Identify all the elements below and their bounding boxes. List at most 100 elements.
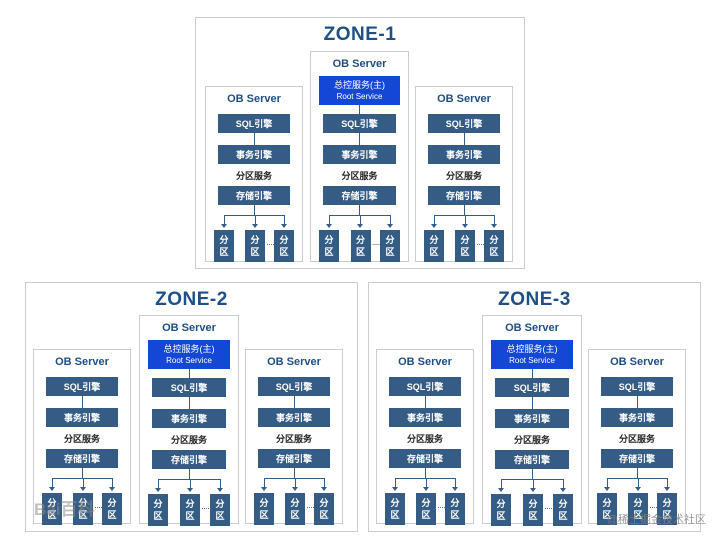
partition-box: 分区 bbox=[254, 493, 274, 525]
zone-title: ZONE-1 bbox=[323, 24, 397, 45]
partition-label-bottom: 区 bbox=[385, 247, 395, 257]
ellipsis: ······ bbox=[437, 502, 450, 512]
connector-line bbox=[52, 478, 112, 479]
arrow bbox=[497, 479, 504, 492]
arrow bbox=[422, 478, 429, 491]
ob-server-title: OB Server bbox=[162, 322, 216, 334]
partition-label-bottom: 区 bbox=[355, 247, 365, 257]
partition-label-top: 分 bbox=[489, 235, 499, 245]
partition-label-bottom: 区 bbox=[450, 510, 460, 520]
partition-box: 分区 bbox=[597, 493, 617, 525]
ob-server-title: OB Server bbox=[267, 356, 321, 368]
connector-line bbox=[359, 133, 360, 145]
partition-box: 分区 bbox=[523, 494, 543, 526]
partition-label-top: 分 bbox=[319, 498, 329, 508]
connector-line bbox=[293, 396, 295, 408]
baidu-baike-watermark: Bai百科 bbox=[34, 500, 95, 519]
partition-box: 分区 bbox=[73, 493, 93, 525]
partition-label-bottom: 区 bbox=[250, 247, 260, 257]
root-service-en: Root Service bbox=[509, 355, 555, 365]
transaction-engine-box: 事务引擎 bbox=[428, 145, 500, 164]
partition-box: 分区 bbox=[285, 493, 305, 525]
transaction-engine-box: 事务引擎 bbox=[495, 409, 569, 428]
root-service-box: 总控服务(主)Root Service bbox=[319, 76, 400, 105]
partition-label-bottom: 区 bbox=[460, 247, 470, 257]
partition-label-top: 分 bbox=[290, 498, 300, 508]
connector-line bbox=[224, 215, 284, 216]
ellipsis: ······ bbox=[544, 503, 557, 513]
arrow bbox=[291, 478, 298, 491]
root-service-box: 总控服务(主)Root Service bbox=[491, 340, 573, 369]
connector-line bbox=[463, 205, 465, 215]
partition-box: 分区 bbox=[274, 230, 294, 262]
sql-engine-box: SQL引擎 bbox=[152, 378, 226, 397]
partition-label-bottom: 区 bbox=[633, 510, 643, 520]
sql-engine-box: SQL引擎 bbox=[258, 377, 330, 396]
ellipsis: ······ bbox=[94, 502, 107, 512]
partition-service-label: 分区服务 bbox=[618, 434, 655, 444]
storage-engine-box: 存储引擎 bbox=[46, 449, 118, 468]
partition-box: 分区 bbox=[180, 494, 200, 526]
partition-label-top: 分 bbox=[429, 235, 439, 245]
arrow bbox=[451, 478, 458, 491]
connector-line bbox=[501, 479, 563, 480]
connector-line bbox=[531, 469, 533, 479]
connector-line bbox=[158, 479, 220, 480]
arrow bbox=[280, 215, 287, 228]
arrow bbox=[663, 478, 670, 491]
arrow bbox=[391, 478, 398, 491]
sql-engine-box: SQL引擎 bbox=[218, 114, 290, 133]
partition-label-bottom: 区 bbox=[290, 510, 300, 520]
partition-label-top: 分 bbox=[450, 498, 460, 508]
connector-line bbox=[434, 215, 494, 216]
partition-box: 分区 bbox=[350, 230, 371, 262]
connector-line bbox=[253, 205, 255, 215]
partition-label-top: 分 bbox=[153, 499, 163, 509]
partition-label-top: 分 bbox=[324, 235, 334, 245]
ellipsis: ······ bbox=[476, 239, 489, 249]
root-service-cn: 总控服务(主) bbox=[163, 343, 215, 354]
connector-line bbox=[81, 396, 83, 408]
partition-label-top: 分 bbox=[259, 498, 269, 508]
arrow bbox=[325, 215, 332, 228]
ob-server-title: OB Server bbox=[55, 356, 109, 368]
partition-label-bottom: 区 bbox=[78, 510, 88, 520]
root-service-cn: 总控服务(主) bbox=[506, 343, 558, 354]
partition-label-top: 分 bbox=[602, 498, 612, 508]
partition-box: 分区 bbox=[424, 230, 444, 262]
partition-box: 分区 bbox=[214, 230, 234, 262]
partition-box: 分区 bbox=[102, 493, 122, 525]
connector-line bbox=[188, 369, 190, 378]
partition-label-top: 分 bbox=[390, 498, 400, 508]
connector-line bbox=[607, 478, 667, 479]
arrow bbox=[430, 215, 437, 228]
transaction-engine-box: 事务引擎 bbox=[152, 409, 226, 428]
partition-service-label: 分区服务 bbox=[406, 434, 443, 444]
arrow bbox=[251, 215, 258, 228]
arrow bbox=[48, 478, 55, 491]
partition-label-top: 分 bbox=[78, 498, 88, 508]
ellipsis: ······ bbox=[306, 502, 319, 512]
partition-label-top: 分 bbox=[47, 498, 57, 508]
partition-box: 分区 bbox=[245, 230, 265, 262]
partition-box: 分区 bbox=[314, 493, 334, 525]
partition-box: 分区 bbox=[553, 494, 573, 526]
partition-box: 分区 bbox=[657, 493, 677, 525]
connector-line bbox=[636, 396, 638, 408]
partition-box: 分区 bbox=[484, 230, 504, 262]
ellipsis: ······ bbox=[649, 502, 662, 512]
partition-box: 分区 bbox=[385, 493, 405, 525]
storage-engine-box: 存储引擎 bbox=[389, 449, 461, 468]
partition-label-bottom: 区 bbox=[215, 511, 225, 521]
connector-line bbox=[395, 478, 455, 479]
partition-box: 分区 bbox=[628, 493, 648, 525]
partition-label-bottom: 区 bbox=[429, 247, 439, 257]
partition-box: 分区 bbox=[319, 230, 339, 262]
ob-server-title: OB Server bbox=[505, 322, 559, 334]
storage-engine-box: 存储引擎 bbox=[323, 186, 396, 205]
partition-box: 分区 bbox=[380, 230, 400, 262]
partition-label-top: 分 bbox=[355, 235, 365, 245]
